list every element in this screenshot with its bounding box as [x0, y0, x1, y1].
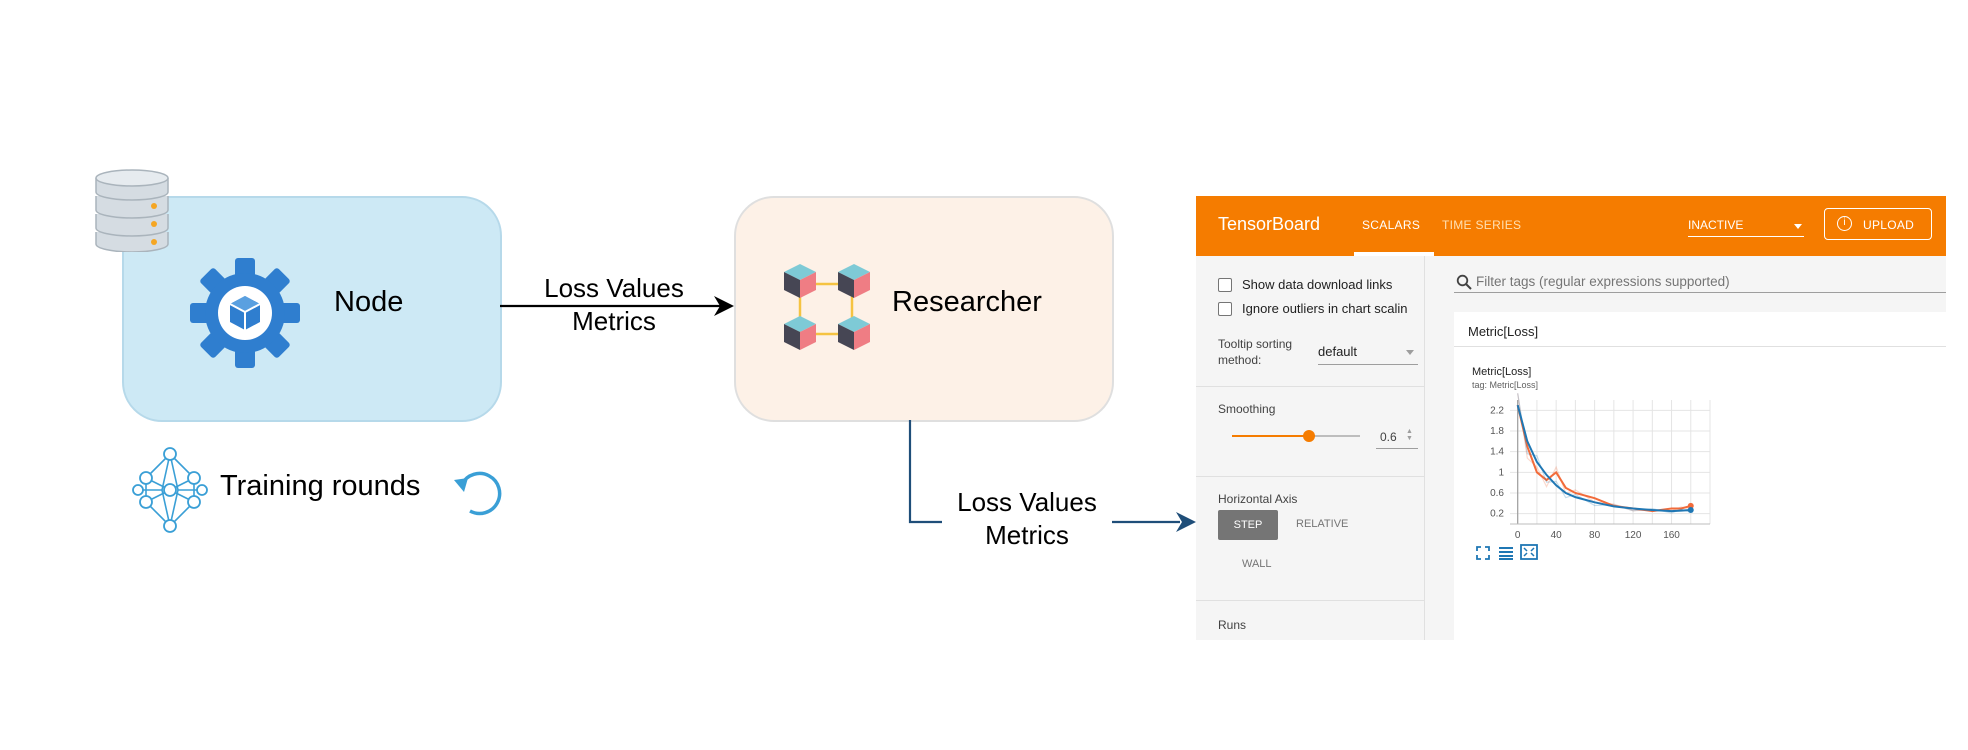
smoothing-input-underline: [1376, 448, 1418, 449]
upload-button[interactable]: i UPLOAD: [1824, 208, 1932, 240]
series-endpoint: [1687, 502, 1694, 509]
y-tick-label: 1.4: [1490, 447, 1504, 458]
metric-card: Metric[Loss] Metric[Loss] tag: Metric[Lo…: [1454, 312, 1946, 640]
series-line: [1516, 404, 1691, 513]
chart-title: Metric[Loss]: [1472, 366, 1532, 378]
upload-label: UPLOAD: [1863, 218, 1915, 232]
checkbox-label: Ignore outliers in chart scalin: [1242, 301, 1408, 316]
neural-network-icon: [132, 447, 208, 533]
card-header-divider: [1454, 346, 1946, 347]
checkbox-show-download-links[interactable]: [1218, 278, 1232, 292]
divider: [1196, 476, 1424, 477]
researcher-label: Researcher: [892, 286, 1042, 318]
card-title[interactable]: Metric[Loss]: [1468, 324, 1539, 339]
expand-chart-icon[interactable]: [1520, 544, 1538, 560]
x-tick-label: 120: [1625, 530, 1642, 541]
tensorboard-panel: TensorBoard SCALARS TIME SERIES INACTIVE…: [1196, 196, 1946, 640]
smoothing-value-input[interactable]: 0.6: [1380, 430, 1397, 444]
edge-line-1: Loss Values: [544, 273, 684, 303]
search-underline: [1454, 292, 1946, 293]
edge-line-1: Loss Values: [957, 487, 1097, 517]
x-tick-label: 0: [1515, 530, 1521, 541]
smoothing-slider-track[interactable]: [1232, 430, 1360, 442]
active-tab-indicator: [1354, 252, 1434, 256]
series-line: [1516, 404, 1692, 513]
loss-chart: 0.2 0.6 1 1.4 1.8 2.2 0 40 80 120 160: [1490, 393, 1711, 541]
chevron-down-icon[interactable]: [1406, 350, 1414, 355]
checkbox-ignore-outliers[interactable]: [1218, 302, 1232, 316]
smoothing-slider-fill: [1232, 435, 1309, 437]
tensorboard-header: TensorBoard SCALARS TIME SERIES INACTIVE…: [1196, 196, 1946, 256]
series-endpoint: [1687, 507, 1694, 514]
status-select[interactable]: INACTIVE: [1688, 218, 1744, 232]
researcher-box: [734, 196, 1114, 422]
horizontal-axis-label: Horizontal Axis: [1218, 492, 1298, 506]
y-tick-label: 1: [1498, 467, 1504, 478]
fit-domain-icon[interactable]: [1476, 546, 1490, 560]
y-tick-label: 0.6: [1490, 488, 1504, 499]
y-tick-label: 0.2: [1490, 509, 1504, 520]
x-tick-label: 160: [1663, 530, 1680, 541]
smoothing-slider-thumb[interactable]: [1302, 430, 1315, 442]
arrow-node-to-researcher: [500, 296, 734, 316]
tooltip-sorting-select[interactable]: default: [1318, 344, 1358, 359]
gear-icon: [190, 258, 300, 368]
sidebar-border: [1424, 256, 1425, 640]
x-tick-label: 40: [1551, 530, 1563, 541]
axis-relative-button[interactable]: RELATIVE: [1296, 518, 1349, 530]
tab-time-series[interactable]: TIME SERIES: [1442, 218, 1522, 232]
divider: [1196, 600, 1424, 601]
tooltip-select-underline: [1318, 364, 1418, 365]
node-label: Node: [334, 286, 404, 318]
toggle-log-scale-icon[interactable]: [1498, 546, 1514, 560]
series-raw-line: [1517, 393, 1691, 514]
checkbox-label: Show data download links: [1242, 277, 1393, 292]
tab-scalars[interactable]: SCALARS: [1362, 218, 1421, 232]
runs-label: Runs: [1218, 618, 1247, 632]
chevron-down-icon[interactable]: [1794, 224, 1802, 229]
database-icon: [95, 169, 169, 252]
info-icon: i: [1837, 216, 1852, 231]
filter-tags-input[interactable]: Filter tags (regular expressions support…: [1476, 274, 1730, 289]
node-box: [122, 196, 502, 422]
cubes-network-icon: [784, 264, 870, 350]
axis-wall-button[interactable]: WALL: [1242, 558, 1272, 570]
y-tick-label: 2.2: [1490, 405, 1504, 416]
edge-line-2: Metrics: [572, 306, 656, 336]
edge-line-2: Metrics: [985, 520, 1069, 550]
x-tick-label: 80: [1589, 530, 1601, 541]
training-rounds-label: Training rounds: [220, 470, 421, 502]
stepper-icon[interactable]: ▲▼: [1406, 428, 1413, 442]
search-icon: [1456, 274, 1472, 290]
edge-label-researcher-tensorboard: Loss Values Metrics: [942, 486, 1112, 552]
status-select-underline: [1688, 236, 1804, 237]
refresh-icon: [454, 471, 502, 516]
smoothing-label: Smoothing: [1218, 402, 1276, 416]
chart-subtitle: tag: Metric[Loss]: [1472, 380, 1539, 390]
tooltip-sorting-label: Tooltip sorting method:: [1218, 337, 1293, 367]
y-tick-label: 1.8: [1490, 426, 1504, 437]
edge-label-node-researcher: Loss Values Metrics: [536, 272, 692, 338]
axis-step-button[interactable]: STEP: [1218, 510, 1278, 540]
tensorboard-brand: TensorBoard: [1218, 214, 1321, 234]
divider: [1196, 386, 1424, 387]
